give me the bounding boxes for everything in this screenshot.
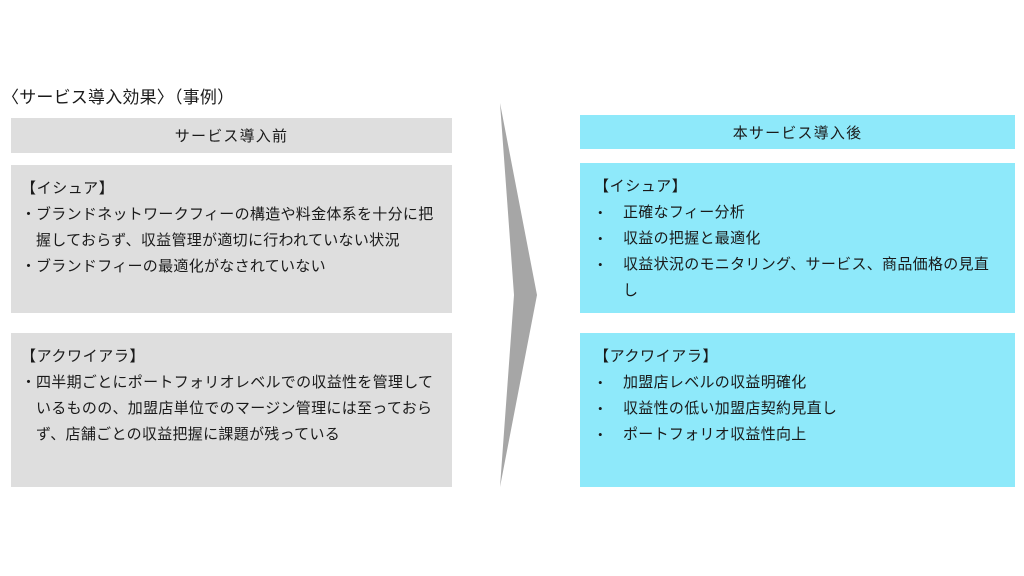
list-item: • 正確なフィー分析: [594, 200, 1001, 226]
page-title: 〈サービス導入効果〉（事例）: [2, 88, 235, 107]
bullet-marker-icon: ・: [21, 207, 37, 223]
list-item: ・ 四半期ごとにポートフォリオレベルでの収益性を管理しているものの、加盟店単位で…: [21, 370, 442, 448]
list-item-text: 四半期ごとにポートフォリオレベルでの収益性を管理しているものの、加盟店単位でのマ…: [36, 375, 434, 443]
after-acquirer-heading: 【アクワイアラ】: [594, 349, 719, 365]
list-item-text: ブランドフィーの最適化がなされていない: [36, 259, 326, 275]
after-issuer-box: 【イシュア】 • 正確なフィー分析 • 収益の把握と最適化 • 収益状況のモニタ…: [580, 163, 1015, 313]
before-acquirer-list: ・ 四半期ごとにポートフォリオレベルでの収益性を管理しているものの、加盟店単位で…: [21, 370, 442, 448]
after-acquirer-list: • 加盟店レベルの収益明確化 • 収益性の低い加盟店契約見直し • ポートフォリ…: [594, 370, 1001, 448]
after-issuer-heading: 【イシュア】: [594, 179, 688, 195]
before-column: サービス導入前 【イシュア】 ・ ブランドネットワークフィーの構造や料金体系を十…: [11, 0, 452, 576]
bullet-marker-icon: •: [598, 427, 603, 442]
list-item-text: 正確なフィー分析: [623, 205, 746, 221]
list-item: • 加盟店レベルの収益明確化: [594, 370, 1001, 396]
bullet-marker-icon: •: [598, 401, 603, 416]
after-acquirer-box: 【アクワイアラ】 • 加盟店レベルの収益明確化 • 収益性の低い加盟店契約見直し…: [580, 333, 1015, 487]
list-item: • 収益状況のモニタリング、サービス、商品価格の見直し: [594, 252, 1001, 304]
list-item-text: ブランドネットワークフィーの構造や料金体系を十分に把握しておらず、収益管理が適切…: [36, 207, 434, 249]
list-item-text: 収益状況のモニタリング、サービス、商品価格の見直し: [623, 257, 990, 299]
bullet-marker-icon: •: [598, 205, 603, 220]
before-acquirer-heading: 【アクワイアラ】: [21, 349, 146, 365]
after-header-label: 本サービス導入後: [732, 125, 863, 142]
before-panel-header: サービス導入前: [11, 118, 452, 153]
after-issuer-list: • 正確なフィー分析 • 収益の把握と最適化 • 収益状況のモニタリング、サービ…: [594, 200, 1001, 304]
bullet-marker-icon: •: [598, 257, 603, 272]
before-issuer-list: ・ ブランドネットワークフィーの構造や料金体系を十分に把握しておらず、収益管理が…: [21, 202, 442, 280]
bullet-marker-icon: •: [598, 231, 603, 246]
list-item: ・ ブランドネットワークフィーの構造や料金体系を十分に把握しておらず、収益管理が…: [21, 202, 442, 254]
list-item-text: 収益性の低い加盟店契約見直し: [623, 401, 838, 417]
bullet-marker-icon: •: [598, 375, 603, 390]
after-panel-header: 本サービス導入後: [580, 115, 1015, 149]
list-item: • ポートフォリオ収益性向上: [594, 422, 1001, 448]
before-acquirer-box: 【アクワイアラ】 ・ 四半期ごとにポートフォリオレベルでの収益性を管理しているも…: [11, 333, 452, 487]
list-item: ・ ブランドフィーの最適化がなされていない: [21, 254, 442, 280]
bullet-marker-icon: ・: [21, 259, 37, 275]
list-item-text: ポートフォリオ収益性向上: [623, 427, 807, 443]
before-header-label: サービス導入前: [174, 129, 289, 145]
list-item-text: 加盟店レベルの収益明確化: [623, 375, 807, 391]
before-issuer-box: 【イシュア】 ・ ブランドネットワークフィーの構造や料金体系を十分に把握しておら…: [11, 165, 452, 313]
bullet-marker-icon: ・: [21, 375, 37, 391]
list-item: • 収益の把握と最適化: [594, 226, 1001, 252]
before-issuer-heading: 【イシュア】: [21, 181, 115, 197]
list-item-text: 収益の把握と最適化: [623, 231, 761, 247]
after-column: 本サービス導入後 【イシュア】 • 正確なフィー分析 • 収益の把握と最適化 •…: [580, 0, 1015, 576]
transition-arrow-icon: [500, 103, 537, 487]
list-item: • 収益性の低い加盟店契約見直し: [594, 396, 1001, 422]
